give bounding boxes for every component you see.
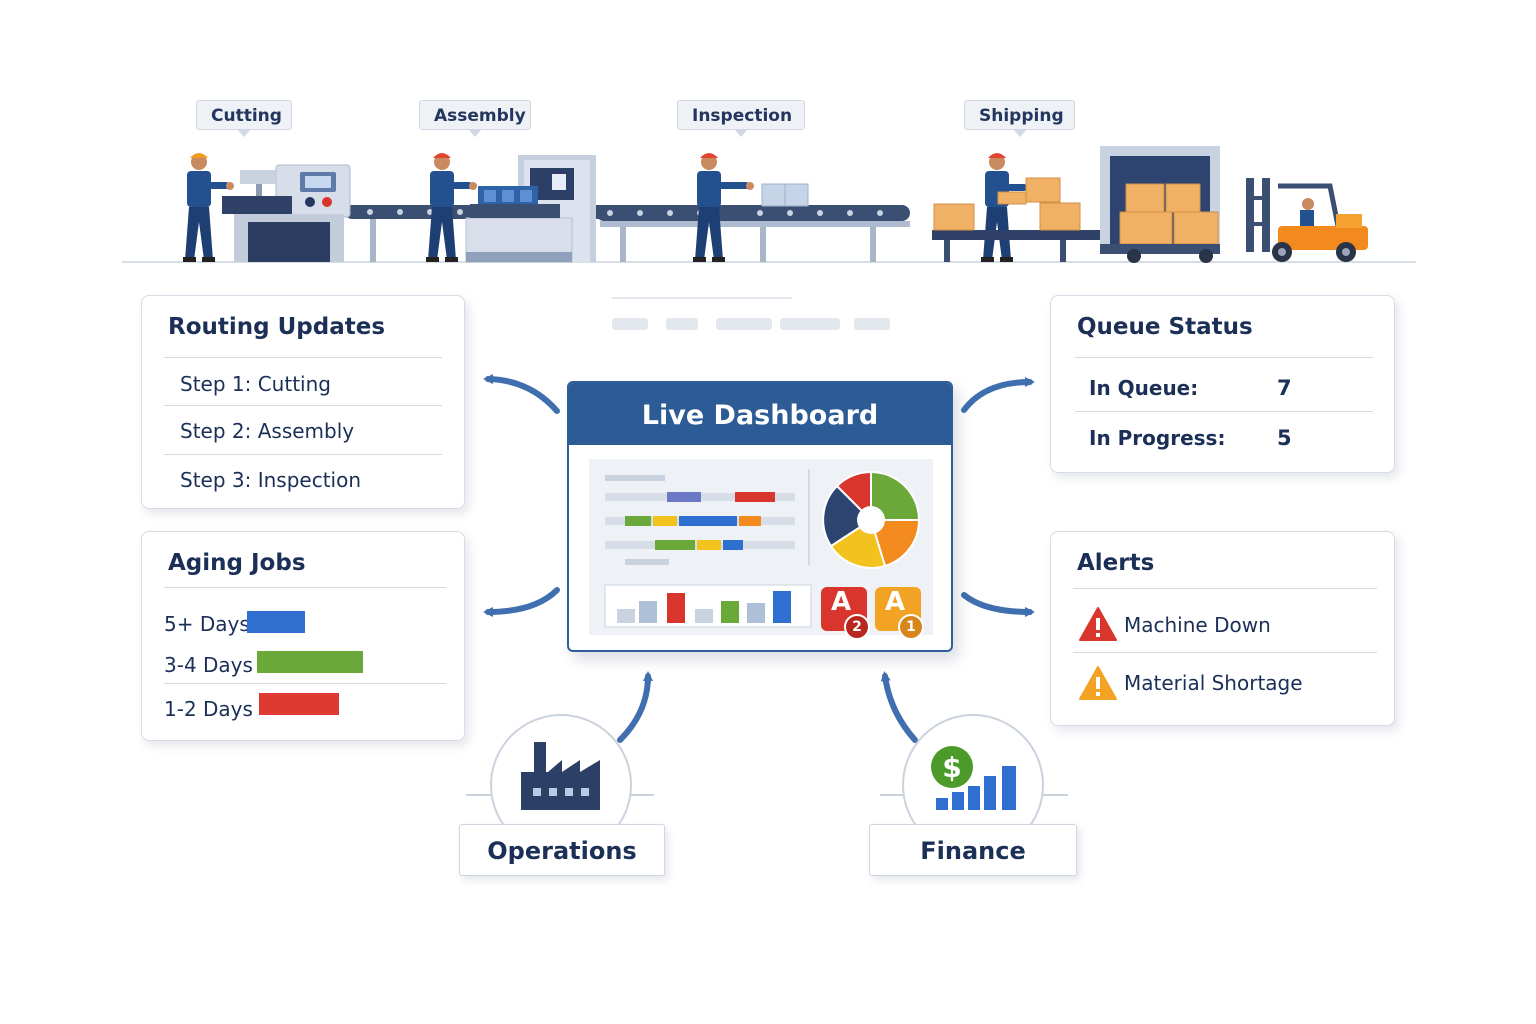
delivery-truck [1100,146,1220,263]
warning-icon [1079,607,1117,641]
stage-label-assembly: Assembly [419,100,531,137]
stage-label-cutting: Cutting [196,100,292,137]
aging-jobs-title: Aging Jobs [168,550,306,576]
dashboard-bars-icon [604,584,812,628]
dashboard-alert-badge-red [821,587,870,640]
divider [1073,652,1377,653]
routing-step-3: Step 3: Inspection [180,468,362,492]
alerts-card: Alerts Machine Down Material Shortage [1050,531,1395,726]
dashboard-pie-icon [822,470,921,569]
assembly-machine [465,155,596,263]
alerts-title: Alerts [1077,550,1155,576]
routing-step-2: Step 2: Assembly [180,419,355,443]
arrow-to-alerts [961,592,1035,617]
divider [164,454,442,455]
live-dashboard-title: Live Dashboard [569,383,951,445]
inspection-boxes [761,183,809,207]
divider [164,683,446,684]
aging-label-1-2: 1-2 Days [164,697,253,721]
shipping-area [932,177,1102,262]
dashboard-gantt-icon [605,475,795,565]
divider [1075,411,1373,412]
live-dashboard-panel: Live Dashboard [567,381,953,652]
finance-chart-icon: $ [931,746,1016,810]
divider [164,405,442,406]
queue-value-in-progress: 5 [1277,426,1292,450]
forklift [1246,178,1368,262]
worker-cutting [183,153,234,262]
aging-jobs-card: Aging Jobs 5+ Days 3-4 Days 1-2 Days [141,531,465,741]
cutting-machine [222,164,351,262]
divider [1075,357,1373,358]
floor-connectors [612,297,890,330]
alert-material-shortage: Material Shortage [1124,671,1303,695]
badge-letter-orange: A [885,587,906,617]
queue-status-title: Queue Status [1077,314,1253,340]
aging-label-3-4: 3-4 Days [164,653,253,677]
queue-label-in-progress: In Progress: [1089,426,1226,450]
arrow-to-routing [483,374,560,414]
badge-count-orange: 1 [906,619,916,635]
aging-bar-5plus [247,611,305,633]
queue-value-in-queue: 7 [1277,376,1292,400]
divider [1073,588,1377,589]
aging-bar-3-4 [257,651,363,673]
conveyor-belt-2 [596,205,910,262]
alert-machine-down: Machine Down [1124,613,1271,637]
queue-status-card: Queue Status In Queue: 7 In Progress: 5 [1050,295,1395,473]
worker-shipping [981,153,1027,262]
dashboard-preview [589,459,933,640]
finance-label-box: Finance [869,824,1077,876]
aging-label-5plus: 5+ Days [164,612,250,636]
badge-letter-red: A [831,587,852,617]
aging-bar-1-2 [259,693,339,715]
stage-label-inspection: Inspection [677,100,805,137]
factory-icon [521,742,600,810]
svg-text:$: $ [942,751,961,784]
divider [164,587,446,588]
queue-label-in-queue: In Queue: [1089,376,1199,400]
worker-assembly [426,153,477,262]
arrow-to-queue [961,377,1035,413]
stage-label-shipping: Shipping [964,100,1075,137]
arrow-to-aging [483,587,560,617]
arrow-from-operations [617,671,653,743]
routing-updates-card: Routing Updates Step 1: Cutting Step 2: … [141,295,465,509]
arrow-from-finance [880,671,918,743]
routing-updates-title: Routing Updates [168,314,386,340]
operations-label-box: Operations [459,824,665,876]
worker-inspection [693,153,754,262]
warning-icon [1079,666,1117,700]
divider [164,357,442,358]
routing-step-1: Step 1: Cutting [180,372,331,396]
badge-count-red: 2 [852,619,862,635]
dashboard-alert-badge-orange [875,587,924,640]
